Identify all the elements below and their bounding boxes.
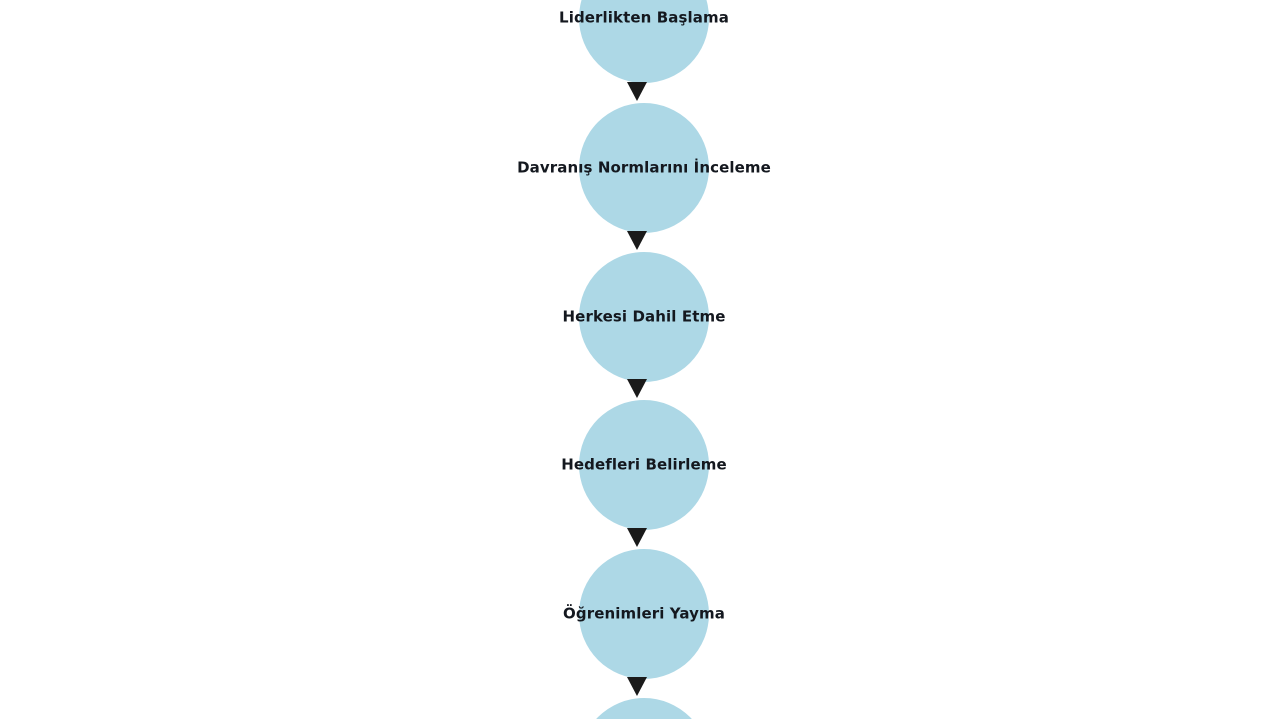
flowchart-node-2[interactable] bbox=[579, 103, 709, 233]
flowchart-edge-5-6-arrowhead bbox=[627, 677, 647, 696]
flowchart-edge-1-2-arrowhead bbox=[627, 82, 647, 101]
flowchart-edge-3-4-arrowhead bbox=[627, 379, 647, 398]
flowchart-edge-4-5-arrowhead bbox=[627, 528, 647, 547]
flowchart-node-5[interactable] bbox=[579, 549, 709, 679]
flowchart-node-1[interactable] bbox=[579, 0, 709, 83]
flowchart-node-6[interactable] bbox=[579, 698, 709, 719]
flowchart-node-3[interactable] bbox=[579, 252, 709, 382]
flowchart-edge-2-3-arrowhead bbox=[627, 231, 647, 250]
flowchart-node-4[interactable] bbox=[579, 400, 709, 530]
